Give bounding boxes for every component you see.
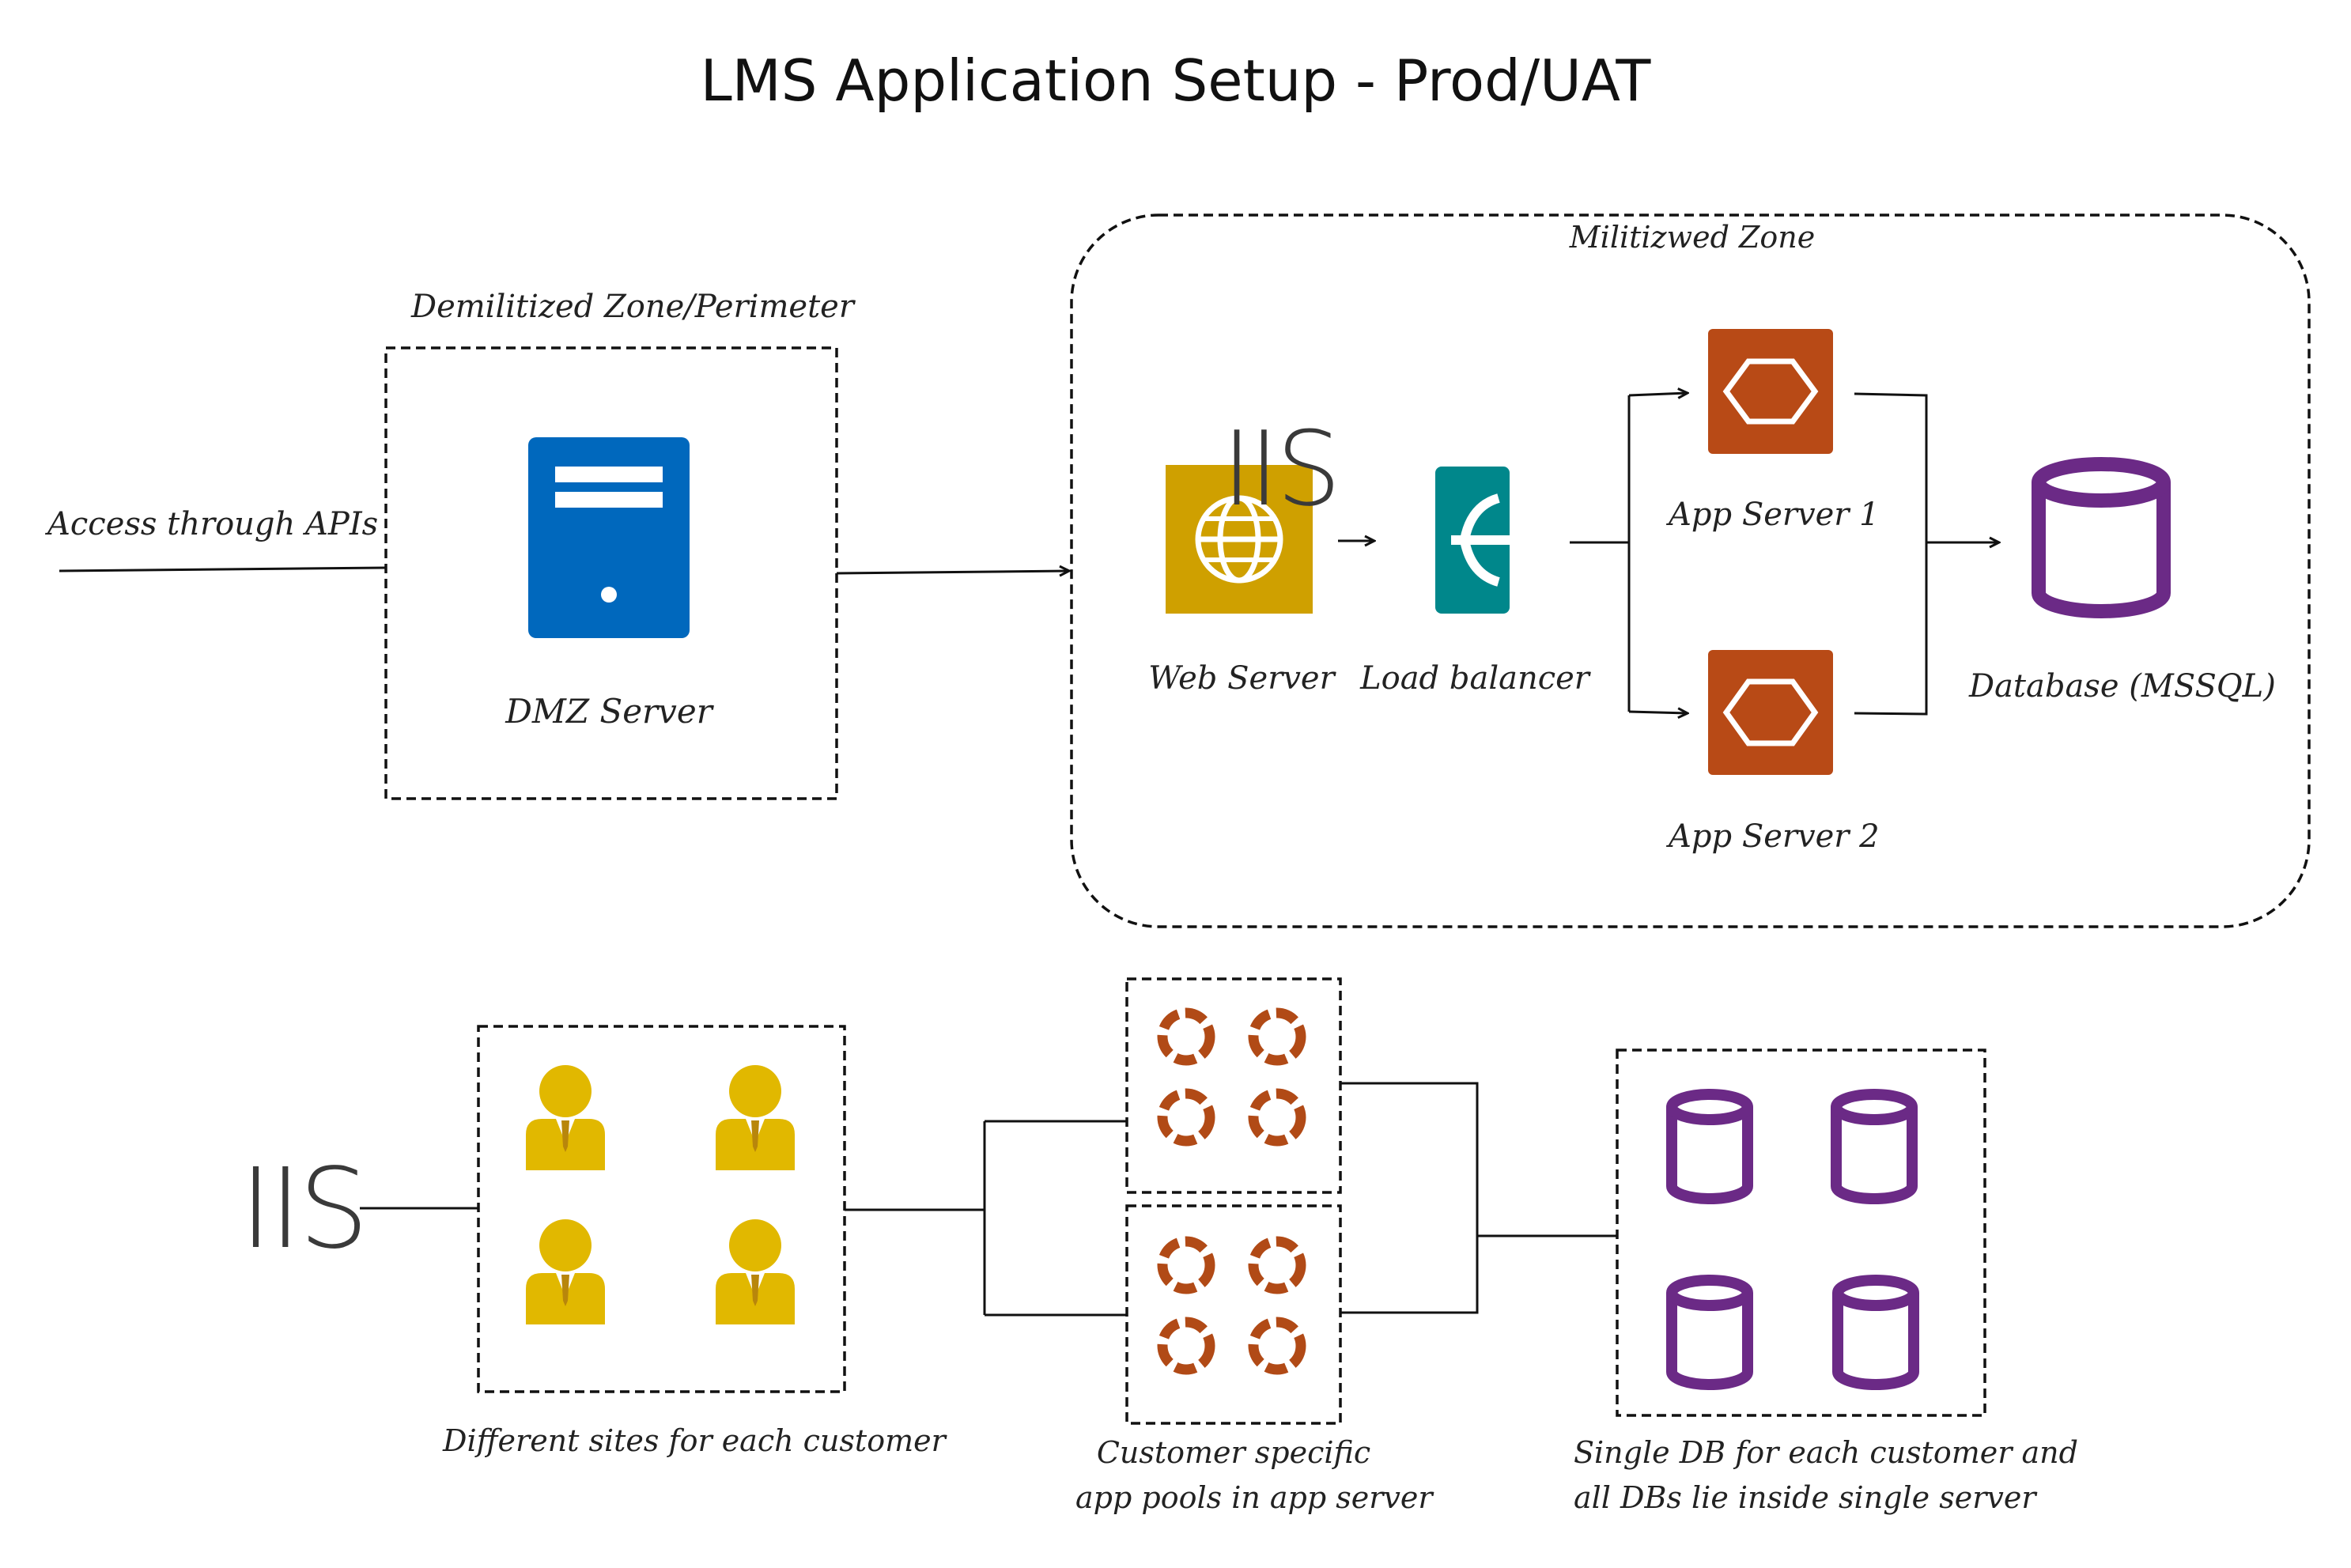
- app-pool-icon: [1253, 1094, 1301, 1141]
- dmz-server-label: DMZ Server: [505, 692, 712, 731]
- pools-caption-line-2: app pools in app server: [1075, 1480, 1433, 1515]
- db-box: [1616, 1048, 1986, 1417]
- globe-icon: [1166, 465, 1313, 614]
- app-merge-lines: [1854, 392, 1928, 716]
- web-server-label: Web Server: [1148, 660, 1335, 697]
- app-pool-icon: [1162, 1094, 1210, 1141]
- app-pool-icon: [1253, 1013, 1301, 1060]
- page-title: LMS Application Setup - Prod/UAT: [700, 47, 1651, 114]
- db-caption-line-1: Single DB for each customer and: [1574, 1435, 2078, 1470]
- app-server-2-label: App Server 2: [1669, 818, 1880, 855]
- pools-to-db-lines: [1340, 1082, 1617, 1314]
- load-balancer-label: Load balancer: [1360, 660, 1589, 697]
- user-icon: [526, 1065, 605, 1170]
- militarized-zone-label: Militizwed Zone: [1569, 220, 1816, 255]
- access-line: [59, 566, 387, 572]
- iis-logo-top: IIS: [1222, 409, 1341, 529]
- dmz-to-web-arrow: [836, 571, 1069, 573]
- hexagon-icon: [1708, 650, 1833, 775]
- access-apis-label: Access through APIs: [47, 506, 379, 542]
- user-icon: [716, 1065, 795, 1170]
- sites-to-pools-lines: [845, 1120, 1127, 1317]
- app-pool-icon: [1162, 1013, 1210, 1060]
- app-pool-box-1: [1125, 977, 1342, 1194]
- app-pool-box-2: [1125, 1204, 1342, 1425]
- iis-logo-bottom: IIS: [240, 1145, 369, 1274]
- user-icon: [526, 1219, 605, 1324]
- app-pool-icon: [1253, 1241, 1301, 1289]
- lb-to-app2-arrow: [1628, 712, 1688, 713]
- db-caption-line-2: all DBs lie inside single server: [1574, 1480, 2036, 1515]
- database-icon: [1836, 1094, 1912, 1199]
- app-pool-icon: [1162, 1322, 1210, 1370]
- hexagon-icon: [1708, 329, 1833, 454]
- app-pool-icon: [1162, 1241, 1210, 1289]
- user-icon: [716, 1219, 795, 1324]
- pools-caption-line-1: Customer specific: [1096, 1435, 1371, 1470]
- dmz-zone-label: Demilitized Zone/Perimeter: [411, 289, 854, 325]
- app-server-1-label: App Server 1: [1669, 497, 1880, 533]
- lb-fork-lines: [1570, 395, 1631, 712]
- database-icon: [1672, 1094, 1748, 1199]
- database-icon: [1672, 1280, 1748, 1385]
- database-icon: [2032, 457, 2171, 618]
- sites-caption: Different sites for each customer: [443, 1423, 946, 1458]
- load-balancer-icon: [1435, 467, 1510, 614]
- database-label: Database (MSSQL): [1969, 668, 2276, 705]
- server-icon: [528, 437, 690, 638]
- app-pool-icon: [1253, 1322, 1301, 1370]
- lb-to-app1-arrow: [1628, 393, 1688, 395]
- database-icon: [1838, 1280, 1914, 1385]
- sites-box: [477, 1025, 846, 1393]
- militarized-zone-box: [1070, 213, 2311, 928]
